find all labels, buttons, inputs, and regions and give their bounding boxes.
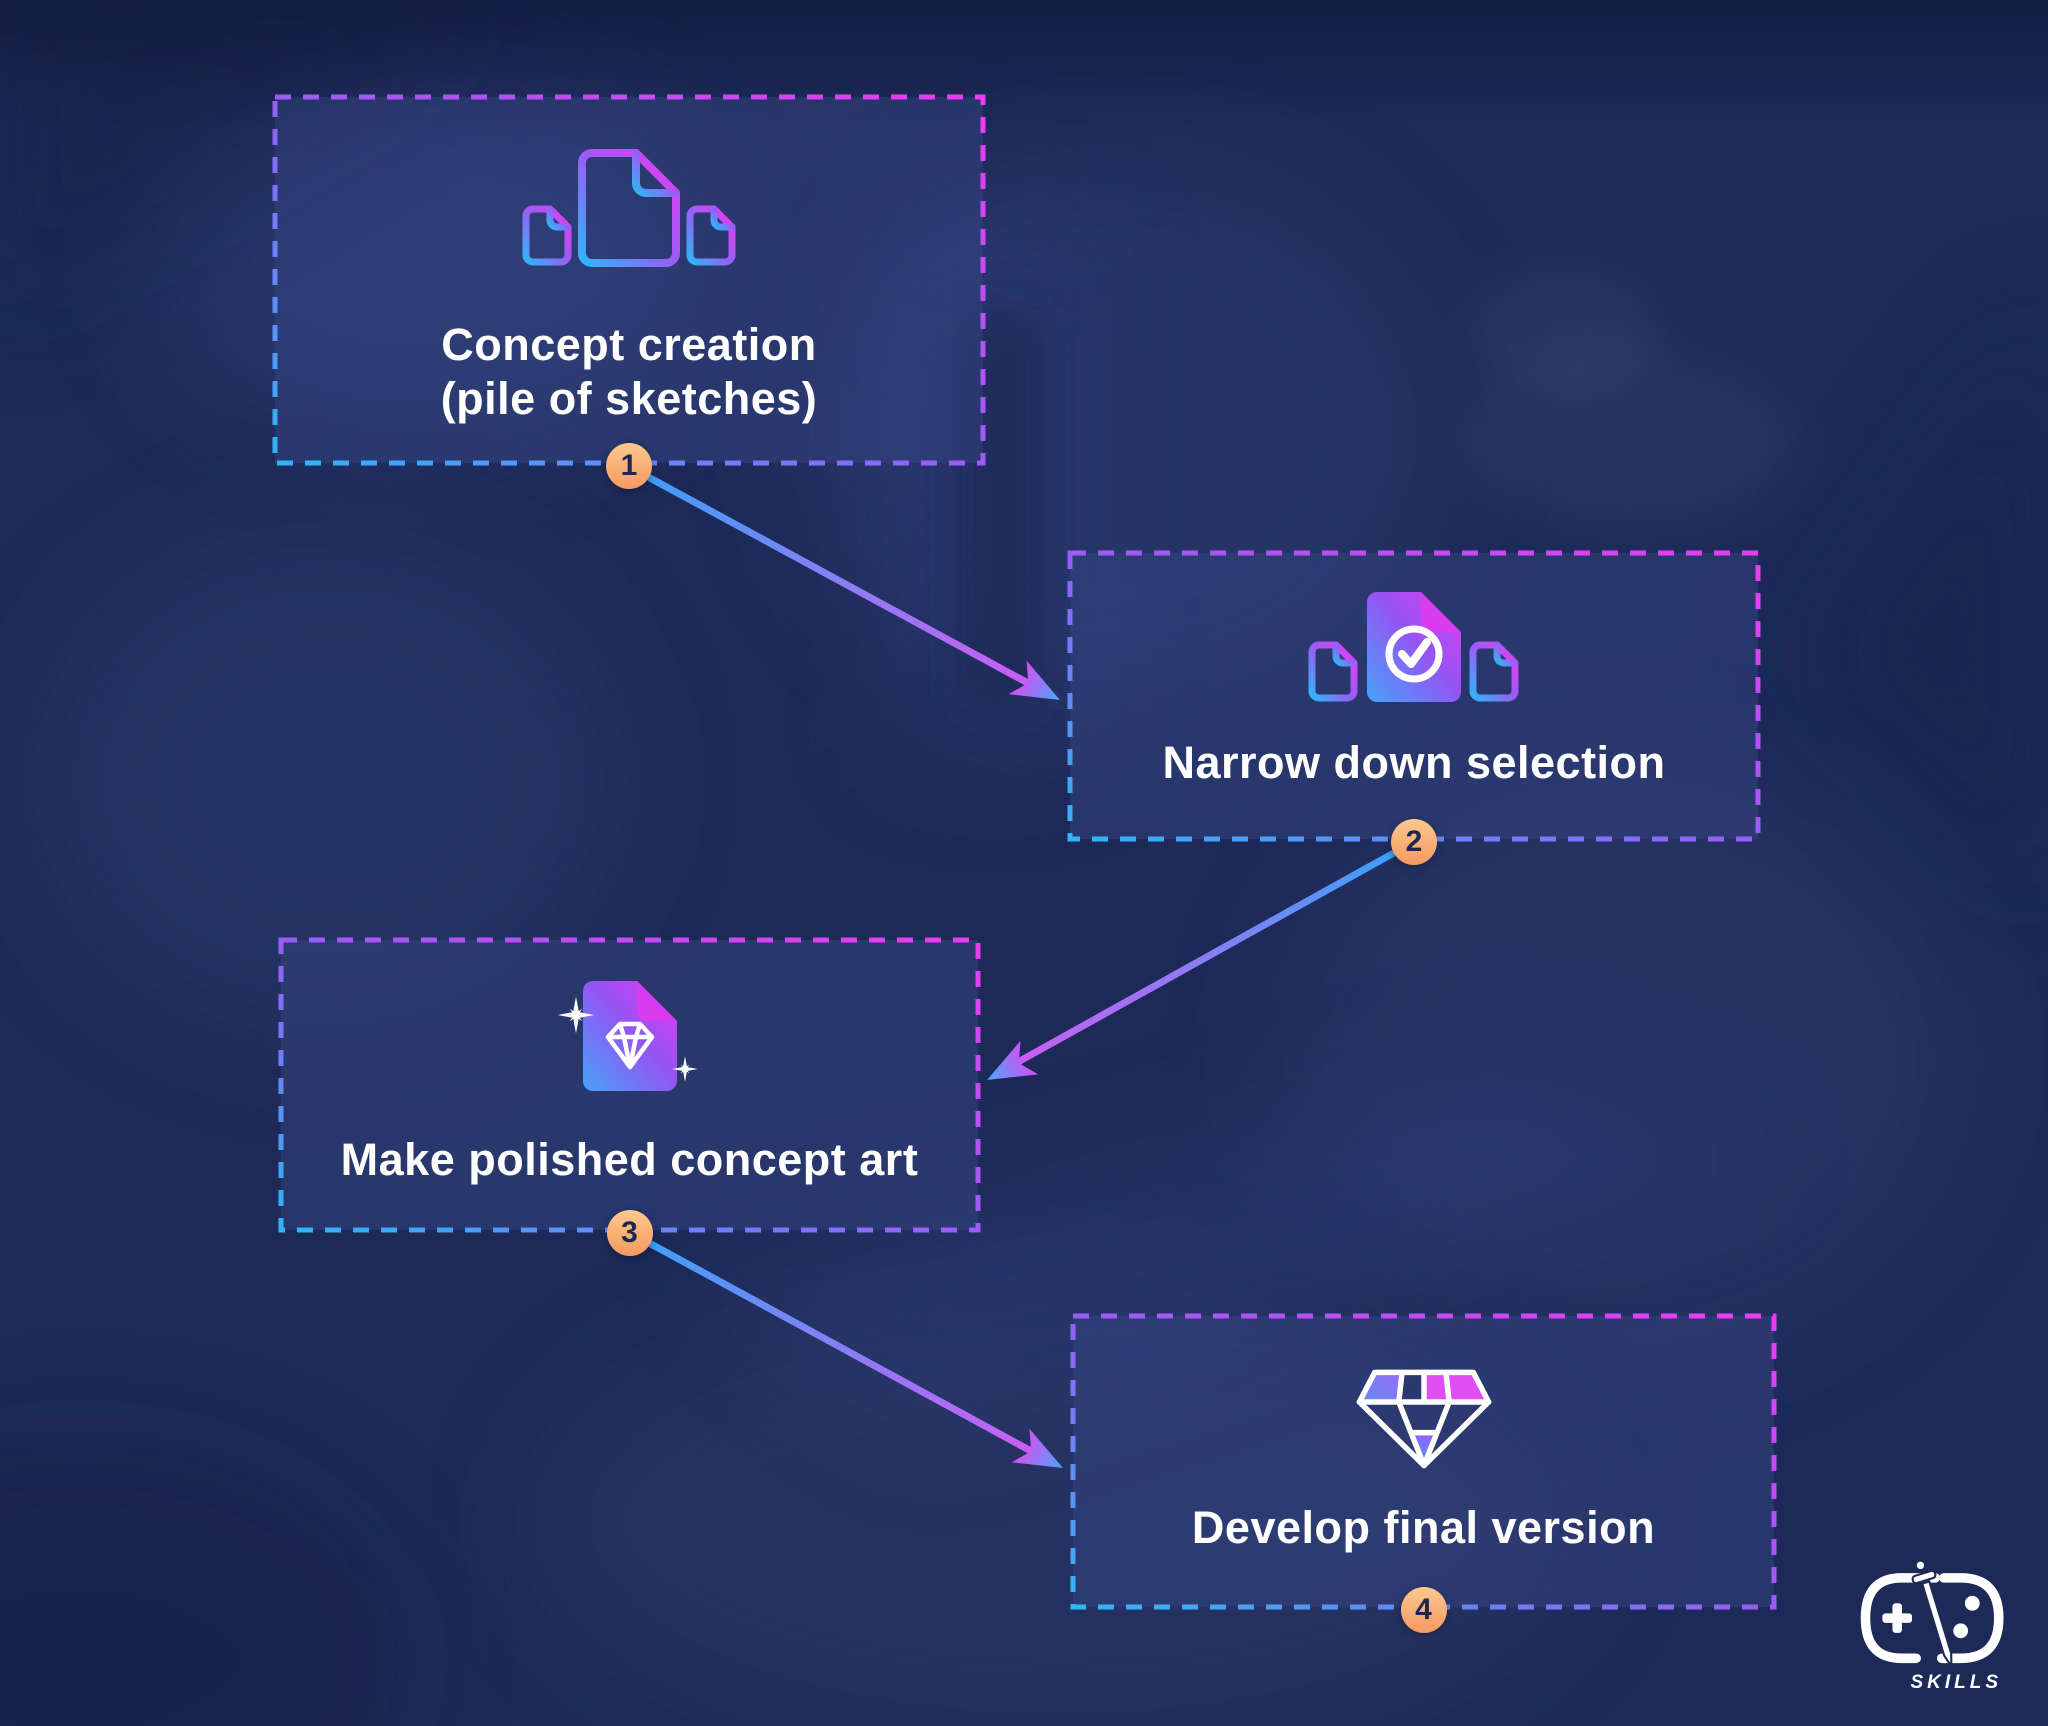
dashed-border <box>272 94 986 466</box>
step-box-3: Make polished concept art 3 <box>278 937 981 1256</box>
step-number-badge: 3 <box>606 1210 653 1256</box>
step-box-2: Narrow down selection 2 <box>1067 550 1761 865</box>
arrow-3-to-4 <box>647 1240 1063 1468</box>
arrow-1-to-2 <box>646 474 1060 700</box>
gd-skills-logo: SKILLS <box>1850 1559 2010 1694</box>
step-caption: Develop final version <box>1070 1501 1777 1555</box>
step-caption: Narrow down selection <box>1067 736 1761 790</box>
step-number-badge: 4 <box>1400 1587 1447 1633</box>
step-box-1: Concept creation (pile of sketches) 1 <box>272 94 986 489</box>
sparkle <box>557 996 698 1082</box>
caption-line: Narrow down selection <box>1162 737 1666 788</box>
arrow-2-to-3 <box>987 850 1396 1080</box>
caption-line: Concept creation <box>441 319 817 370</box>
step-number-badge: 1 <box>606 443 652 489</box>
sketch-pile-icon <box>517 146 741 277</box>
step-number-badge: 2 <box>1391 819 1437 865</box>
step-caption: Make polished concept art <box>278 1133 981 1187</box>
final-diamond-icon <box>1344 1345 1504 1476</box>
caption-line: Make polished concept art <box>340 1134 919 1185</box>
gamepad-sword-icon <box>1860 1559 2004 1671</box>
caption-line: Develop final version <box>1191 1502 1656 1553</box>
polished-art-icon <box>537 971 723 1108</box>
step-box-4: Develop final version 4 <box>1070 1313 1777 1633</box>
caption-line: (pile of sketches) <box>440 373 818 424</box>
step-caption: Concept creation (pile of sketches) <box>272 318 986 426</box>
approved-sketch-icon <box>1307 586 1521 713</box>
logo-skills-text: SKILLS <box>1910 1672 2002 1693</box>
